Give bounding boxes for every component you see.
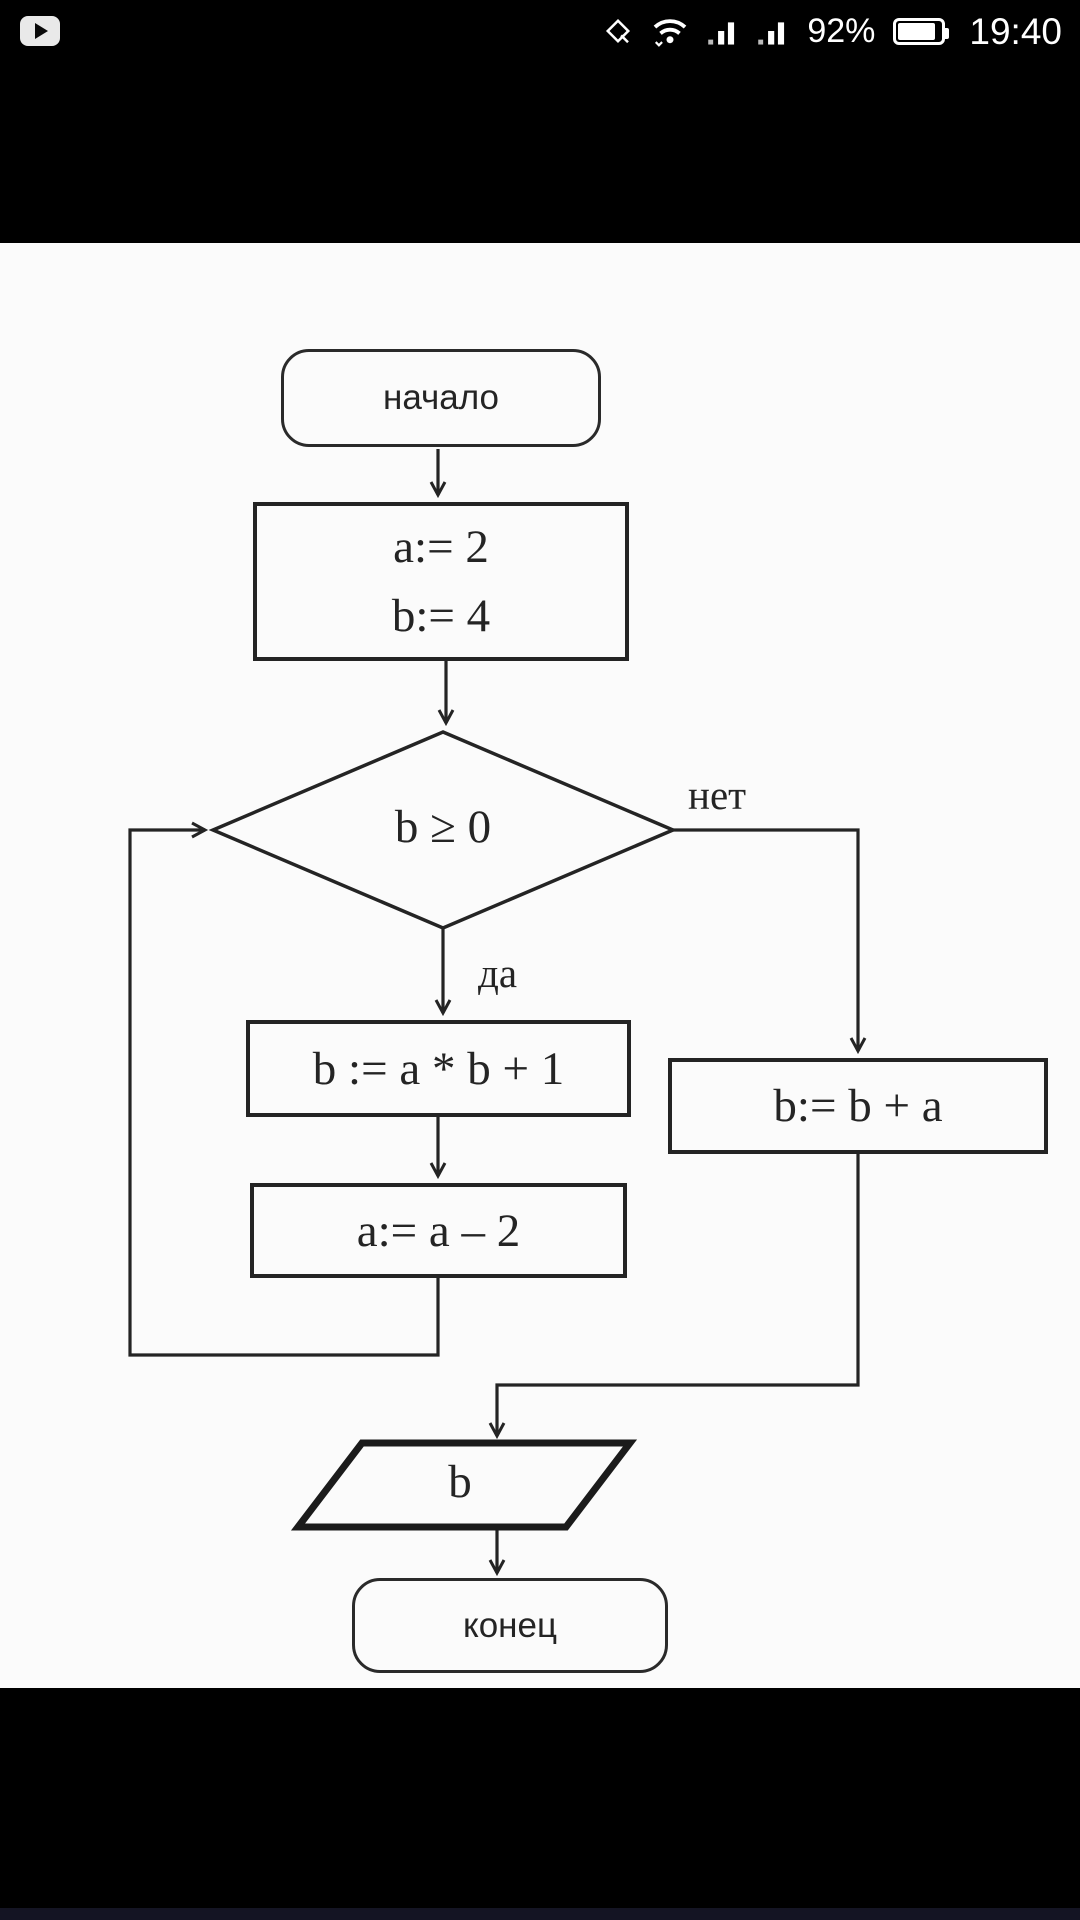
no-branch-node: b:= b + a: [668, 1058, 1048, 1154]
output-label: b: [448, 1456, 472, 1508]
bottom-strip: [0, 1908, 1080, 1920]
signal-icon-sim1: [707, 16, 739, 46]
condition-label: b ≥ 0: [394, 801, 492, 853]
init-node: a:= 2 b:= 4: [253, 502, 629, 661]
loop-step2-label: a:= a – 2: [356, 1204, 521, 1257]
loop-step2-node: a:= a – 2: [250, 1183, 627, 1278]
branch-no-label: нет: [688, 772, 747, 818]
battery-percent: 92%: [807, 12, 876, 50]
start-label: начало: [382, 378, 499, 417]
start-node: начало: [281, 349, 601, 447]
init-line2: b:= 4: [391, 589, 491, 642]
flowchart-image: начало a:= 2 b:= 4 b ≥ 0 нет да b := a *…: [0, 243, 1080, 1688]
status-bar-right: 92% 19:40: [603, 13, 1062, 50]
battery-fill: [898, 22, 936, 40]
no-branch-label: b:= b + a: [773, 1080, 943, 1132]
end-node: конец: [352, 1578, 668, 1673]
status-bar: 92% 19:40: [0, 0, 1080, 62]
signal-icon-sim2: [757, 16, 789, 46]
init-line1: a:= 2: [393, 521, 489, 574]
vibrate-icon: [603, 16, 633, 46]
youtube-notification-icon: [20, 16, 60, 46]
loop-step1-label: b := a * b + 1: [312, 1042, 565, 1095]
branch-yes-label: да: [478, 950, 518, 996]
play-icon: [35, 23, 48, 39]
status-time: 19:40: [969, 10, 1062, 52]
connector-no-else: [673, 828, 867, 1055]
wifi-icon: [651, 15, 689, 47]
loop-step1-node: b := a * b + 1: [246, 1020, 631, 1117]
bottom-letterbox: [0, 1688, 1080, 1920]
end-label: конец: [462, 1605, 557, 1645]
battery-icon: [893, 17, 950, 45]
